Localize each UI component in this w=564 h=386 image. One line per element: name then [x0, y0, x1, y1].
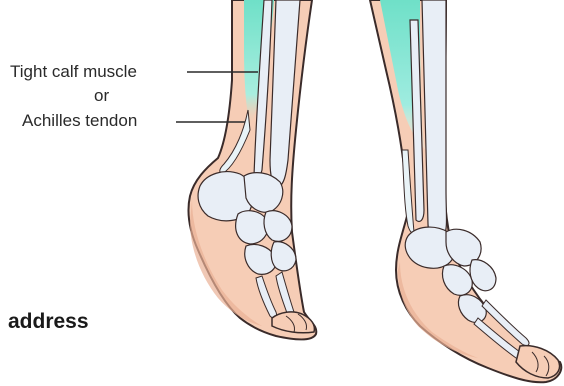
- left-foot: [188, 0, 316, 340]
- label-tight-calf-muscle: Tight calf muscle: [10, 62, 137, 82]
- label-or: or: [94, 86, 109, 106]
- label-achilles-tendon: Achilles tendon: [22, 111, 137, 131]
- caption-text: address: [8, 310, 89, 334]
- right-foot: [370, 0, 561, 382]
